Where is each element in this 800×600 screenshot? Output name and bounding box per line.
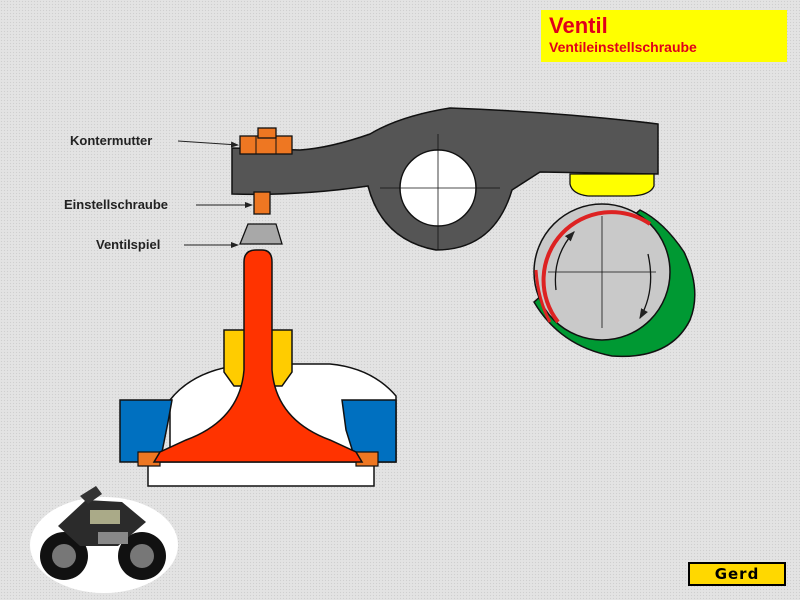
rotation-arrow-left: [554, 231, 575, 291]
camshaft: [533, 203, 696, 358]
kontermutter-arrow: [177, 140, 239, 148]
rocker-pad: [569, 173, 655, 197]
valve: [152, 249, 364, 463]
cam-base-arc: [541, 210, 652, 324]
page-title: Ventil: [549, 13, 608, 38]
label-ventilspiel: Ventilspiel: [96, 237, 161, 252]
lock-nut: [239, 127, 293, 155]
cam-base-arc-extension: [534, 269, 552, 323]
rotation-arrow-right: [639, 253, 652, 320]
cylinder-head-base-plate: [147, 461, 375, 487]
title-box: Ventil Ventileinstellschraube: [541, 10, 787, 62]
valve-cap: [239, 223, 283, 245]
label-kontermutter: Kontermutter: [70, 133, 153, 148]
label-einstellschraube: Einstellschraube: [64, 197, 169, 212]
rocker-shaft-crosshair: [380, 134, 500, 250]
motorcycle-illustration: [30, 486, 178, 593]
valve-seat-left: [119, 399, 173, 463]
brand-logo: Gerd: [688, 562, 786, 586]
adjusting-screw: [253, 191, 271, 215]
page-subtitle: Ventileinstellschraube: [549, 39, 697, 55]
